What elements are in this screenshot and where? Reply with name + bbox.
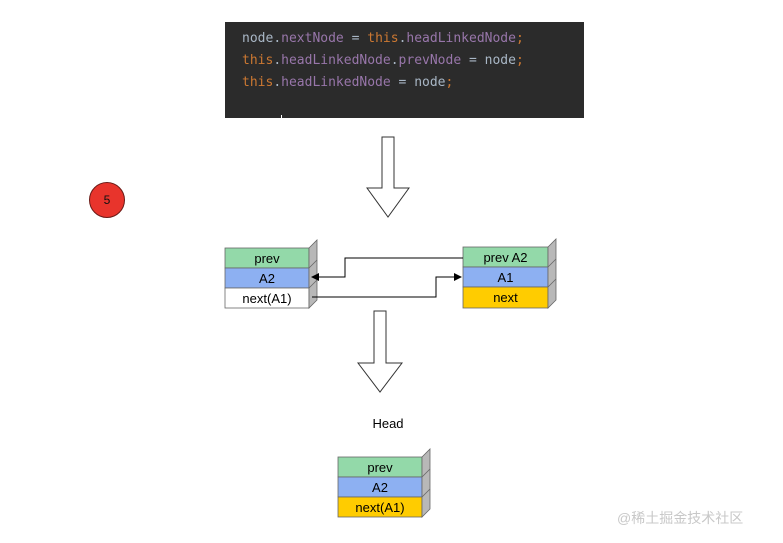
code-token: ;	[515, 53, 524, 68]
code-token: prevNode	[398, 53, 462, 68]
head-node-value: A2	[372, 479, 388, 495]
down-arrow-2	[356, 310, 404, 393]
code-token: node	[484, 53, 516, 68]
code-token: headLinkedNode	[281, 53, 391, 68]
right-node-next: next	[493, 290, 518, 305]
text-cursor	[281, 115, 282, 118]
right-node-value: A1	[497, 269, 514, 285]
code-token: .	[273, 31, 282, 46]
head-node-box	[337, 448, 431, 518]
code-token: this	[242, 53, 274, 68]
left-node-next: next(A1)	[242, 290, 292, 306]
code-token: .	[273, 53, 282, 68]
left-node-value: A2	[259, 270, 275, 286]
code-token: =	[461, 53, 485, 68]
next-pointer-arrow	[312, 273, 462, 298]
down-arrow-1	[366, 136, 410, 218]
code-token: .	[398, 31, 407, 46]
code-token: ;	[445, 75, 454, 90]
code-token: .	[273, 75, 282, 90]
code-token: =	[343, 31, 368, 46]
right-node-box	[462, 238, 557, 309]
step-badge: 5	[89, 182, 125, 218]
code-token: this	[242, 75, 274, 90]
watermark: @稀土掘金技术社区	[617, 510, 744, 526]
head-label: Head	[372, 416, 404, 431]
code-token: node	[414, 75, 446, 90]
code-token: this	[367, 31, 399, 46]
left-node-box	[224, 239, 318, 309]
code-token: =	[390, 75, 415, 90]
head-node-prev: prev	[367, 459, 393, 475]
prev-pointer-arrow	[311, 257, 463, 281]
code-token: headLinkedNode	[406, 31, 516, 46]
code-token: node	[242, 31, 274, 46]
code-line-1: node.nextNode = this.headLinkedNode;	[242, 28, 584, 50]
code-token: ;	[515, 31, 524, 46]
left-node-prev: prev	[254, 250, 280, 266]
head-node-next: next(A1)	[355, 499, 405, 515]
code-snippet: node.nextNode = this.headLinkedNode; thi…	[225, 22, 584, 118]
code-line-3: this.headLinkedNode = node;	[242, 72, 584, 94]
code-token: headLinkedNode	[281, 75, 391, 90]
code-token: nextNode	[281, 31, 344, 46]
code-token: .	[390, 53, 399, 68]
right-node-prev: prev A2	[483, 249, 528, 265]
code-line-2: this.headLinkedNode.prevNode = node;	[242, 50, 584, 72]
